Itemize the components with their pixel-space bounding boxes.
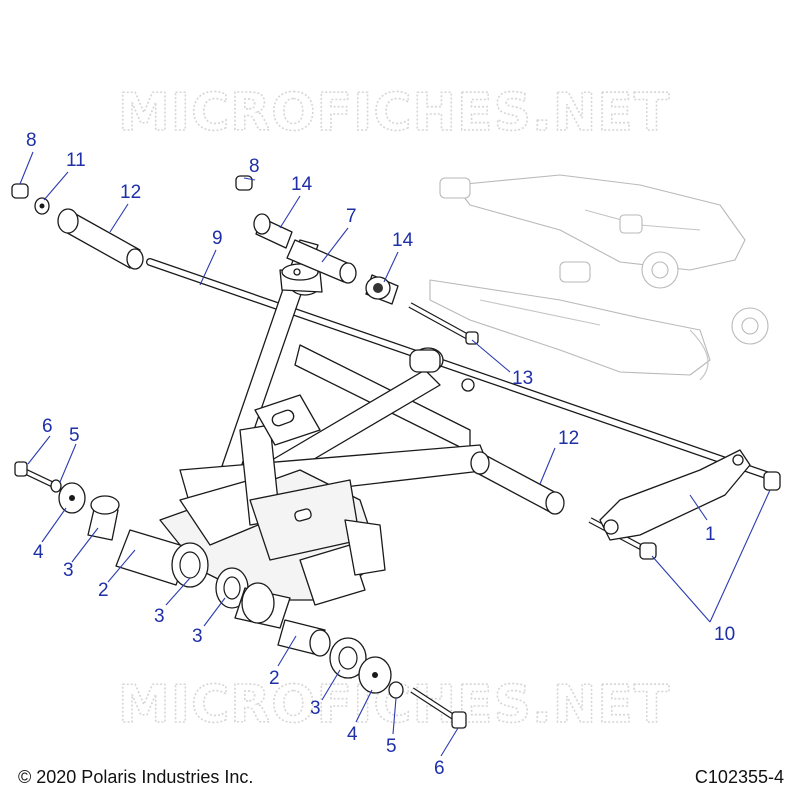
bushings-14 xyxy=(253,213,399,305)
callout-14: 14 xyxy=(291,174,313,195)
callout-3: 3 xyxy=(154,606,165,627)
callout-1: 1 xyxy=(705,524,716,545)
copyright-text: © 2020 Polaris Industries Inc. xyxy=(18,767,254,787)
ghost-assembly xyxy=(429,174,769,381)
callout-7: 7 xyxy=(346,206,357,227)
leader-lines xyxy=(19,151,771,757)
callout-14: 14 xyxy=(392,230,414,251)
callout-10: 10 xyxy=(714,624,735,645)
callout-8: 8 xyxy=(249,156,260,177)
callout-2: 2 xyxy=(269,668,280,689)
callout-12: 12 xyxy=(558,428,579,449)
callout-9: 9 xyxy=(212,228,223,249)
bracket-plate-1 xyxy=(599,449,751,541)
lower-hardware xyxy=(234,582,467,729)
sleeve-12-upper xyxy=(57,208,144,270)
shaft-9 xyxy=(146,258,779,482)
callout-6: 6 xyxy=(434,758,445,779)
washers-10 xyxy=(639,471,781,560)
callouts: 8 11 12 8 14 9 7 14 13 6 5 12 4 3 2 3 1 … xyxy=(26,130,735,779)
drawing-number: C102355-4 xyxy=(694,767,784,787)
callout-12: 12 xyxy=(120,182,141,203)
washer-11 xyxy=(34,197,50,215)
callout-3: 3 xyxy=(63,560,74,581)
callout-4: 4 xyxy=(347,724,358,745)
callout-6: 6 xyxy=(42,416,53,437)
sleeve-12-lower xyxy=(470,451,565,515)
bolt-13 xyxy=(408,302,479,345)
left-hardware xyxy=(14,461,249,609)
callout-4: 4 xyxy=(33,542,44,563)
watermark-top: MICROFICHES.NET xyxy=(118,83,670,143)
callout-11: 11 xyxy=(66,150,86,171)
nuts-8 xyxy=(11,175,253,199)
callout-5: 5 xyxy=(386,736,397,757)
callout-3: 3 xyxy=(192,626,203,647)
callout-2: 2 xyxy=(98,580,109,601)
sleeve-7 xyxy=(286,239,357,284)
callout-5: 5 xyxy=(69,425,80,446)
callout-3: 3 xyxy=(310,698,321,719)
callout-8: 8 xyxy=(26,130,37,151)
callout-13: 13 xyxy=(512,368,533,389)
trailing-arm xyxy=(159,239,491,606)
